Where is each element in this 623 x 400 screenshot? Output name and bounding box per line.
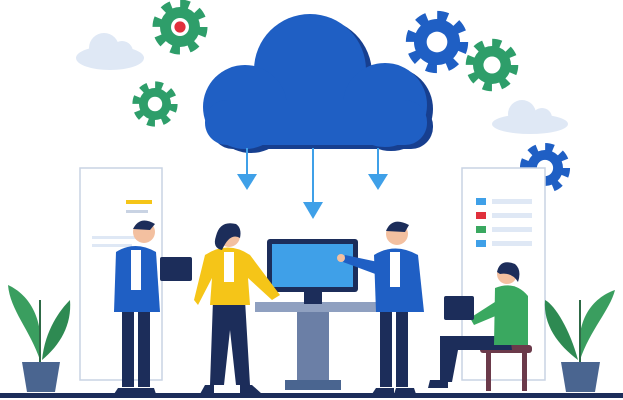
floor-line xyxy=(0,393,623,398)
sky-cloud-left xyxy=(76,33,144,70)
sky-cloud-right xyxy=(492,100,568,134)
plant-right xyxy=(544,290,615,392)
arrow-left-icon xyxy=(237,148,257,190)
person-man-pointing xyxy=(337,221,424,394)
plant-left xyxy=(8,285,71,392)
main-cloud xyxy=(203,14,433,153)
arrow-center-icon xyxy=(303,148,323,219)
laptop-icon xyxy=(444,296,474,320)
laptop-icon xyxy=(160,257,192,281)
gear-icon xyxy=(465,38,519,92)
person-woman-yellow xyxy=(194,223,280,394)
person-man-laptop xyxy=(114,220,192,394)
monitor-desk xyxy=(255,239,380,390)
gear-icon xyxy=(405,10,469,74)
monitor-screen xyxy=(272,244,353,287)
gear-icon xyxy=(132,81,178,127)
arrow-right-icon xyxy=(368,148,388,190)
download-arrows xyxy=(237,148,388,219)
person-woman-seated xyxy=(428,262,532,391)
gear-icon xyxy=(152,0,208,55)
